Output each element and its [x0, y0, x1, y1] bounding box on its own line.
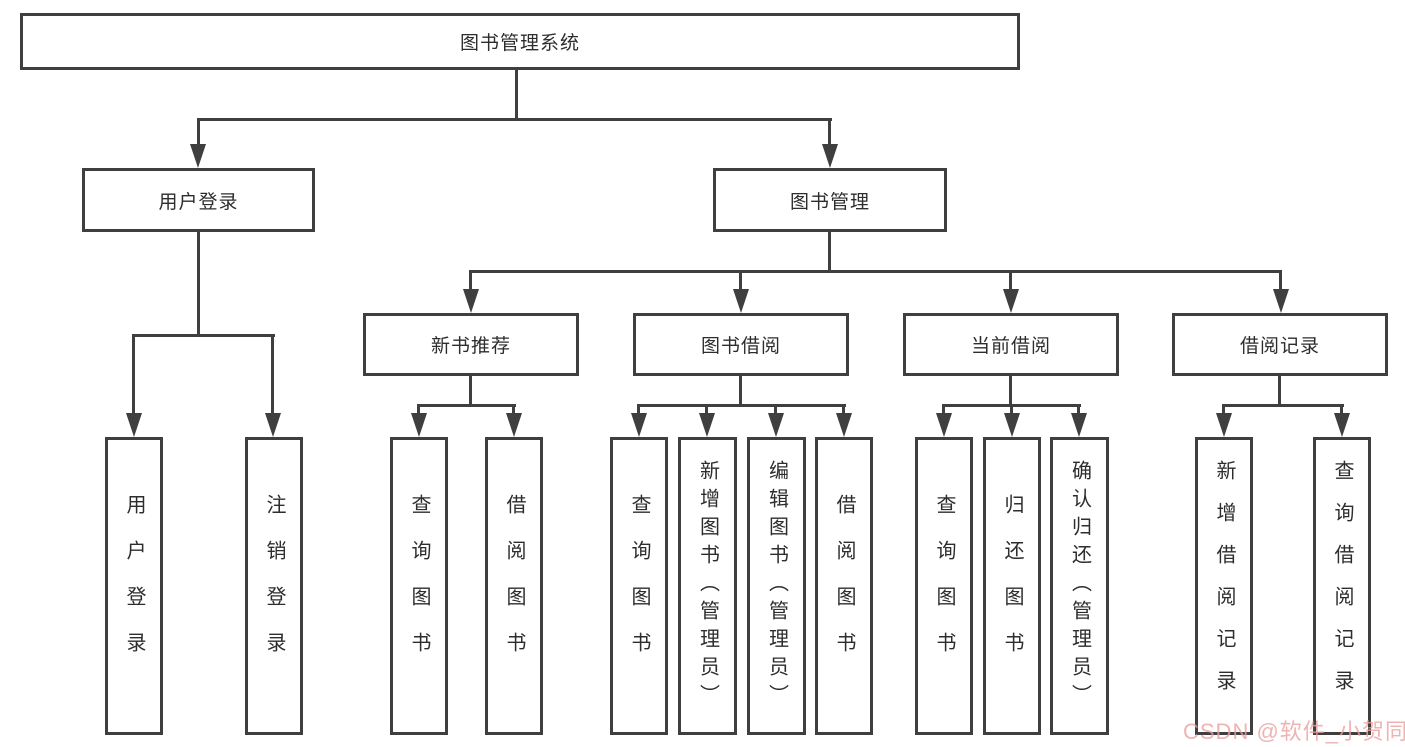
- connector-line: [197, 118, 832, 121]
- arrow-down-icon: [126, 413, 142, 437]
- arrow-down-icon: [463, 289, 479, 313]
- connector-line: [132, 334, 135, 413]
- connector-line: [637, 404, 640, 415]
- leaf-query-books-recommend: 查询图书: [390, 437, 448, 735]
- node-new-book-recommend-label: 新书推荐: [430, 336, 511, 357]
- arrow-down-icon: [411, 413, 427, 437]
- connector-line: [1009, 270, 1012, 291]
- leaf-user-login-label: 用户登录: [123, 494, 145, 678]
- arrow-down-icon: [506, 413, 522, 437]
- connector-line: [1222, 404, 1344, 407]
- leaf-return-book: 归还图书: [983, 437, 1041, 735]
- node-root-label: 图书管理系统: [459, 33, 580, 54]
- watermark: CSDN @软件_小贺同学: [1183, 719, 1405, 744]
- arrow-down-icon: [1071, 413, 1087, 437]
- connector-line: [515, 70, 518, 120]
- connector-line: [417, 404, 516, 407]
- node-book-management-label: 图书管理: [789, 191, 870, 213]
- connector-line: [469, 376, 472, 407]
- connector-line: [1340, 404, 1343, 415]
- leaf-query-books-current: 查询图书: [915, 437, 973, 735]
- connector-line: [942, 404, 945, 415]
- leaf-logout-label: 注销登录: [263, 494, 285, 678]
- leaf-edit-book-admin: 编辑图书（管理员）: [747, 437, 806, 735]
- leaf-add-borrow-record-label: 新增借阅记录: [1213, 460, 1235, 712]
- connector-line: [842, 404, 845, 415]
- arrow-down-icon: [631, 413, 647, 437]
- node-borrow-records: 借阅记录: [1172, 313, 1388, 376]
- arrow-down-icon: [265, 413, 281, 437]
- leaf-return-book-label: 归还图书: [1001, 494, 1023, 678]
- leaf-query-borrow-record: 查询借阅记录: [1313, 437, 1371, 735]
- leaf-logout: 注销登录: [245, 437, 303, 735]
- leaf-add-borrow-record: 新增借阅记录: [1195, 437, 1253, 735]
- leaf-confirm-return-admin-label: 确认归还（管理员）: [1068, 460, 1091, 712]
- node-book-management: 图书管理: [713, 168, 947, 232]
- node-book-borrow: 图书借阅: [633, 313, 849, 376]
- arrow-down-icon: [1003, 289, 1019, 313]
- connector-line: [271, 334, 274, 413]
- arrow-down-icon: [190, 144, 206, 168]
- connector-line: [739, 270, 742, 291]
- leaf-user-login: 用户登录: [105, 437, 163, 735]
- connector-line: [705, 404, 708, 415]
- arrow-down-icon: [768, 413, 784, 437]
- arrow-down-icon: [733, 289, 749, 313]
- connector-line: [1222, 404, 1225, 415]
- connector-line: [828, 232, 831, 273]
- node-user-login-label: 用户登录: [158, 191, 239, 213]
- leaf-query-books-recommend-label: 查询图书: [408, 494, 430, 678]
- node-borrow-records-label: 借阅记录: [1239, 336, 1320, 357]
- connector-line: [1009, 376, 1012, 407]
- arrow-down-icon: [836, 413, 852, 437]
- connector-line: [469, 270, 1282, 273]
- leaf-query-books-current-label: 查询图书: [933, 494, 955, 678]
- node-new-book-recommend: 新书推荐: [363, 313, 579, 376]
- arrow-down-icon: [1334, 413, 1350, 437]
- node-book-borrow-label: 图书借阅: [700, 336, 781, 357]
- connector-line: [828, 118, 831, 146]
- connector-line: [469, 270, 472, 291]
- node-user-login: 用户登录: [82, 168, 315, 232]
- node-current-borrow-label: 当前借阅: [970, 336, 1051, 357]
- node-current-borrow: 当前借阅: [903, 313, 1119, 376]
- leaf-add-book-admin: 新增图书（管理员）: [678, 437, 737, 735]
- arrow-down-icon: [1273, 289, 1289, 313]
- leaf-borrow-books-2-label: 借阅图书: [833, 494, 855, 678]
- connector-line: [1077, 404, 1080, 415]
- leaf-add-book-admin-label: 新增图书（管理员）: [696, 460, 719, 712]
- connector-line: [1279, 270, 1282, 291]
- leaf-query-books-borrow-label: 查询图书: [628, 494, 650, 678]
- leaf-edit-book-admin-label: 编辑图书（管理员）: [765, 460, 788, 712]
- leaf-query-borrow-record-label: 查询借阅记录: [1331, 460, 1353, 712]
- connector-line: [739, 376, 742, 407]
- connector-line: [1278, 376, 1281, 407]
- arrow-down-icon: [822, 144, 838, 168]
- leaf-borrow-books-recommend: 借阅图书: [485, 437, 543, 735]
- leaf-query-books-borrow: 查询图书: [610, 437, 668, 735]
- connector-line: [774, 404, 777, 415]
- connector-line: [637, 404, 846, 407]
- connector-line: [417, 404, 420, 415]
- leaf-confirm-return-admin: 确认归还（管理员）: [1050, 437, 1109, 735]
- arrow-down-icon: [1004, 413, 1020, 437]
- arrow-down-icon: [936, 413, 952, 437]
- connector-line: [197, 118, 200, 146]
- arrow-down-icon: [699, 413, 715, 437]
- connector-line: [512, 404, 515, 415]
- connector-line: [197, 232, 200, 337]
- arrow-down-icon: [1216, 413, 1232, 437]
- leaf-borrow-books-2: 借阅图书: [815, 437, 873, 735]
- connector-line: [132, 334, 275, 337]
- node-root: 图书管理系统: [20, 13, 1020, 70]
- leaf-borrow-books-recommend-label: 借阅图书: [503, 494, 525, 678]
- connector-line: [1010, 404, 1013, 415]
